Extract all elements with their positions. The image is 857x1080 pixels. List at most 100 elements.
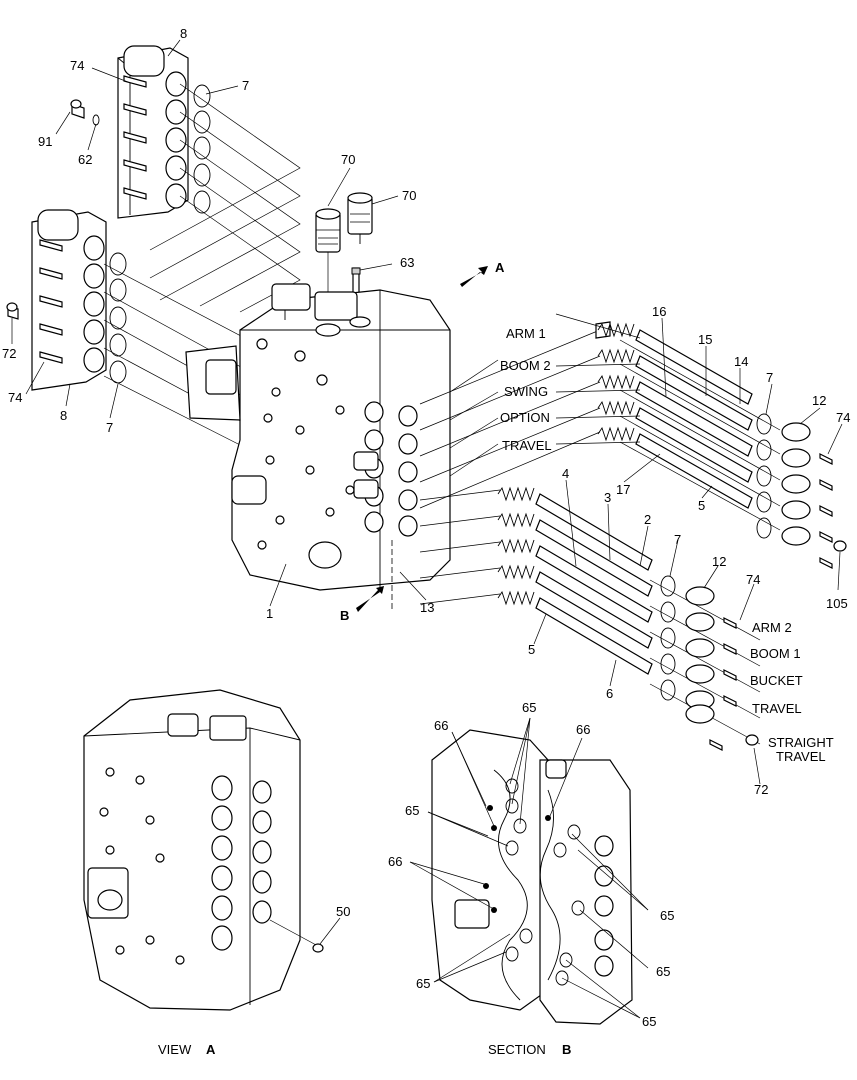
caps-12-lower: [685, 586, 715, 724]
callout-5-lower: 5: [528, 642, 535, 657]
callout-50: 50: [336, 904, 350, 919]
spool-option: [597, 400, 753, 483]
alignment-lines-upper: [149, 83, 301, 313]
plug-50: [312, 943, 324, 953]
view-a-drawing: [83, 689, 324, 1011]
arrow-a: [460, 266, 488, 287]
spool-arm2: [497, 486, 653, 571]
callout-12-upper: 12: [812, 393, 826, 408]
label-bucket: BUCKET: [750, 673, 803, 688]
caption-view: VIEW: [158, 1042, 192, 1057]
callout-65-right-3: 65: [642, 1014, 656, 1029]
callout-66-right: 66: [576, 722, 590, 737]
callout-66-mid-left: 66: [388, 854, 402, 869]
caps-12-upper: [781, 422, 811, 546]
spool-travel-lower: [497, 564, 653, 649]
section-b-drawing: [409, 717, 649, 1025]
o-rings-lower-spools: [660, 575, 676, 701]
callout-B: B: [340, 608, 349, 623]
arrow-b: [356, 586, 384, 612]
caption-section-letter: B: [562, 1042, 571, 1057]
callout-74-upper: 74: [70, 58, 84, 73]
callout-66-left: 66: [434, 718, 448, 733]
section-name-labels: ARM 1 BOOM 2 SWING OPTION TRAVEL ARM 2 B…: [500, 326, 834, 764]
callout-65-right-1: 65: [660, 908, 674, 923]
callout-15: 15: [698, 332, 712, 347]
callout-1: 1: [266, 606, 273, 621]
spool-bucket: [497, 538, 653, 623]
main-valve-body: [185, 283, 451, 591]
label-arm1: ARM 1: [506, 326, 546, 341]
relief-valve-70-right: [347, 192, 373, 244]
callout-72-left: 72: [2, 346, 16, 361]
captions: VIEW A SECTION B: [158, 1042, 571, 1057]
callout-5-upper: 5: [698, 498, 705, 513]
spool-travel-upper: [597, 426, 753, 509]
label-straight: STRAIGHT: [768, 735, 834, 750]
callout-74-right: 74: [836, 410, 850, 425]
o-rings-upper-spools: [756, 413, 772, 539]
section-b-seals: [505, 778, 585, 986]
spool-group-upper: [419, 321, 847, 569]
spool-swing: [597, 374, 753, 457]
label-boom2: BOOM 2: [500, 358, 551, 373]
callout-leaders: [11, 39, 843, 945]
callout-8-upper: 8: [180, 26, 187, 41]
spool-group-lower: [419, 486, 761, 751]
label-swing: SWING: [504, 384, 548, 399]
plug-105: [833, 540, 847, 552]
callout-70-left: 70: [341, 152, 355, 167]
callout-labels: 8 74 7 91 62 70 70 63 A 72 74 8 7 16 15 …: [2, 26, 850, 1029]
callout-2: 2: [644, 512, 651, 527]
callout-74-left: 74: [8, 390, 22, 405]
caption-view-letter: A: [206, 1042, 216, 1057]
callout-65-bottom-left: 65: [416, 976, 430, 991]
seal-ring-62: [92, 114, 100, 126]
callout-7-lower: 7: [674, 532, 681, 547]
callout-63: 63: [400, 255, 414, 270]
callout-8-left: 8: [60, 408, 67, 423]
section-b-leaders: [409, 717, 649, 1019]
cover-cylinders-upper: [123, 45, 187, 209]
callout-12-lower: 12: [712, 554, 726, 569]
spool-arm1: [595, 321, 753, 405]
callout-13: 13: [420, 600, 434, 615]
callout-7-upper: 7: [242, 78, 249, 93]
label-travel-upper: TRAVEL: [502, 438, 552, 453]
callout-7-left: 7: [106, 420, 113, 435]
callout-65-right-2: 65: [656, 964, 670, 979]
label-boom1: BOOM 1: [750, 646, 801, 661]
callout-A: A: [495, 260, 505, 275]
callout-65-top: 65: [522, 700, 536, 715]
body-holes: [256, 338, 355, 550]
spool-boom1: [497, 512, 653, 597]
callout-72-right: 72: [754, 782, 768, 797]
callout-6: 6: [606, 686, 613, 701]
bolts-74-upper: [819, 453, 833, 569]
callout-7-right: 7: [766, 370, 773, 385]
spool-straight-travel: [497, 590, 653, 675]
section-b-dots: [483, 805, 551, 913]
bolt-row-upper: [123, 75, 147, 200]
section-b-bores-right: [594, 835, 614, 977]
bolts-74-lower: [709, 617, 737, 751]
pilot-cover-lower: [6, 209, 127, 391]
callout-14: 14: [734, 354, 748, 369]
callout-74-lower: 74: [746, 572, 760, 587]
callout-91: 91: [38, 134, 52, 149]
section-leaders-upper: [449, 313, 641, 477]
view-a-holes: [99, 767, 185, 965]
callout-16: 16: [652, 304, 666, 319]
pilot-cover-upper: [70, 45, 211, 219]
plug-91: [70, 99, 85, 119]
label-option: OPTION: [500, 410, 550, 425]
o-rings-upper: [193, 84, 211, 214]
label-straight-travel: TRAVEL: [776, 749, 826, 764]
plug-72-lower: [745, 734, 759, 746]
callout-65-mid-left: 65: [405, 803, 419, 818]
view-a-bores: [211, 775, 272, 951]
callout-105: 105: [826, 596, 848, 611]
caption-section: SECTION: [488, 1042, 546, 1057]
